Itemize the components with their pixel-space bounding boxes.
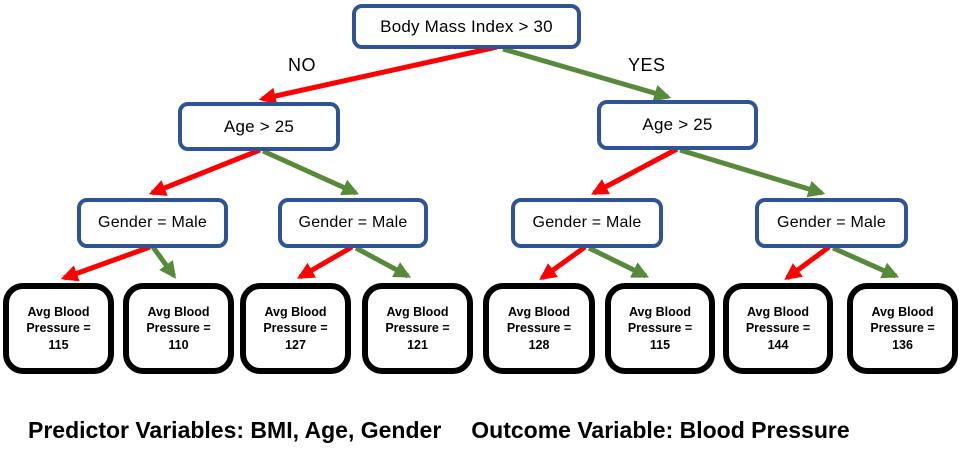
leaf-node-8: Avg Blood Pressure = 136	[847, 283, 958, 374]
edge-gender3-yes	[831, 245, 900, 279]
edge-gender1-no	[297, 244, 354, 280]
leaf-node-1: Avg Blood Pressure = 115	[3, 283, 114, 374]
edge-age0-no	[148, 147, 261, 196]
edge-age1-no	[590, 146, 679, 196]
leaf-node-3: Avg Blood Pressure = 127	[240, 283, 351, 374]
leaf-4-label: Avg Blood Pressure =	[385, 305, 450, 336]
node-age-left: Age > 25	[178, 102, 340, 151]
node-gender-3: Gender = Male	[511, 198, 663, 248]
leaf-8-value: 136	[892, 337, 913, 352]
leaf-1-value: 115	[48, 337, 69, 352]
node-gender-4: Gender = Male	[755, 198, 908, 248]
node-gender-4-label: Gender = Male	[777, 214, 886, 231]
leaf-7-label: Avg Blood Pressure =	[745, 305, 811, 336]
leaf-node-7: Avg Blood Pressure = 144	[723, 283, 833, 374]
edge-gender3-no	[784, 244, 831, 281]
leaf-8-label: Avg Blood Pressure =	[870, 305, 935, 336]
edge-gender0-yes	[150, 245, 177, 279]
leaf-1-label: Avg Blood Pressure =	[26, 305, 91, 336]
node-age-right-label: Age > 25	[642, 115, 713, 134]
edge-gender1-yes	[354, 245, 411, 279]
edge-gender0-no	[60, 244, 151, 282]
leaf-node-5: Avg Blood Pressure = 128	[483, 283, 595, 374]
caption-outcome-variable: Outcome Variable: Blood Pressure	[471, 417, 850, 443]
node-gender-1-label: Gender = Male	[98, 214, 207, 231]
edge-age0-yes	[261, 148, 360, 196]
leaf-node-2: Avg Blood Pressure = 110	[123, 283, 234, 374]
edge-age1-yes	[679, 147, 826, 198]
caption-predictor-variables: Predictor Variables: BMI, Age, Gender	[28, 417, 442, 443]
node-gender-2-label: Gender = Male	[298, 214, 408, 231]
edge-gender2-yes	[587, 245, 650, 279]
node-age-right: Age > 25	[597, 100, 758, 150]
node-gender-1: Gender = Male	[77, 198, 228, 248]
leaf-node-6: Avg Blood Pressure = 115	[605, 283, 715, 374]
branch-label-no: NO	[288, 55, 316, 75]
leaf-5-label: Avg Blood Pressure =	[506, 305, 572, 336]
leaf-2-value: 110	[168, 337, 189, 352]
node-gender-2: Gender = Male	[278, 198, 428, 248]
leaf-2-label: Avg Blood Pressure =	[146, 305, 211, 336]
leaf-5-value: 128	[528, 337, 550, 352]
leaf-3-label: Avg Blood Pressure =	[263, 305, 328, 336]
leaf-7-value: 144	[767, 337, 789, 352]
leaf-6-value: 115	[649, 337, 671, 352]
node-age-left-label: Age > 25	[223, 116, 295, 136]
caption: Predictor Variables: BMI, Age, Gender Ou…	[28, 417, 850, 444]
leaf-4-value: 121	[407, 337, 428, 352]
node-root-label: Body Mass Index > 30	[380, 16, 553, 36]
node-gender-3-label: Gender = Male	[532, 214, 642, 231]
leaf-6-label: Avg Blood Pressure =	[627, 305, 693, 336]
edge-gender2-no	[539, 244, 587, 281]
branch-label-yes: YES	[628, 55, 666, 75]
leaf-node-4: Avg Blood Pressure = 121	[362, 283, 473, 374]
leaf-3-value: 127	[285, 337, 306, 352]
node-root-bmi: Body Mass Index > 30	[352, 4, 581, 49]
